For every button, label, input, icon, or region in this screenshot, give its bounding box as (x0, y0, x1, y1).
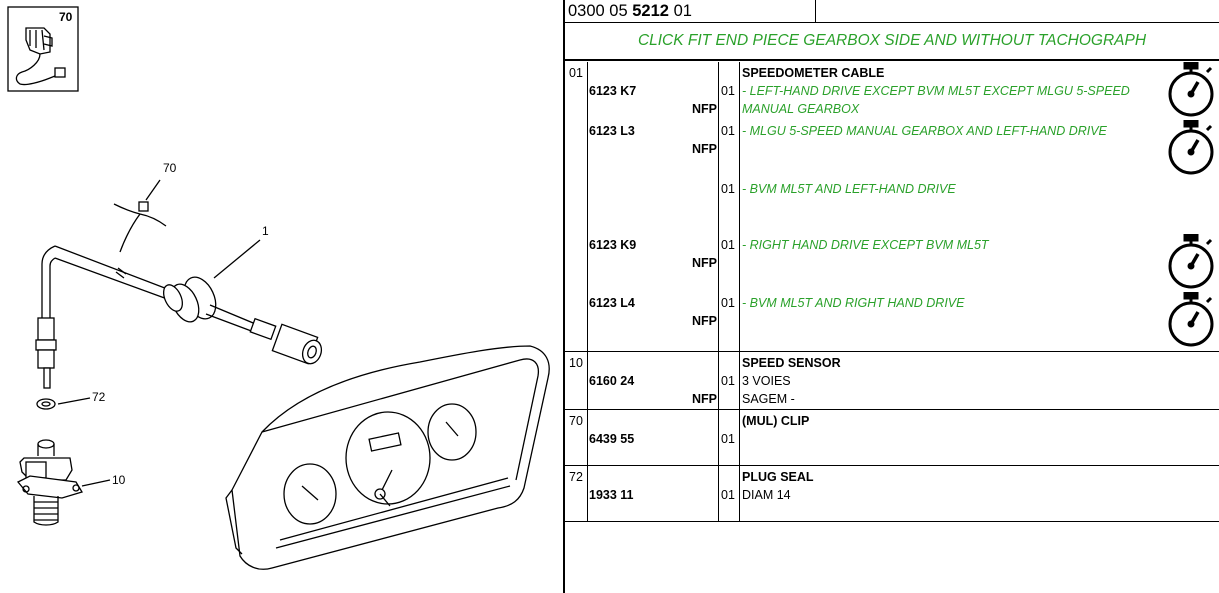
stopwatch-icon[interactable] (1164, 120, 1218, 176)
instrument-cluster[interactable] (225, 345, 550, 570)
part-number[interactable]: 6439 55 (589, 432, 635, 446)
callout-72: 72 (92, 390, 106, 404)
item-description: (MUL) CLIP (742, 414, 810, 428)
nfp-flag: NFP (692, 392, 717, 406)
item-note: - BVM ML5T AND RIGHT HAND DRIVE (742, 296, 965, 310)
part-number[interactable]: 6123 L4 (589, 296, 635, 310)
nfp-flag: NFP (692, 102, 717, 116)
parts-table: 01 SPEEDOMETER CABLE 6123 K7 01 - LEFT-H… (565, 62, 1219, 522)
item-index: 10 (569, 356, 583, 370)
speed-sensor[interactable] (16, 439, 83, 526)
page-title: CLICK FIT END PIECE GEARBOX SIDE AND WIT… (637, 32, 1147, 49)
table-row-speed-sensor[interactable]: 10 SPEED SENSOR 6160 24 01 3 VOIES NFP S… (565, 352, 1219, 410)
table-row-plug-seal[interactable]: 72 PLUG SEAL 1933 11 01 DIAM 14 (565, 466, 1219, 522)
table-row-speedometer-cable[interactable]: 01 SPEEDOMETER CABLE 6123 K7 01 - LEFT-H… (565, 62, 1219, 352)
item-index: 01 (569, 66, 583, 80)
stopwatch-icon[interactable] (1164, 234, 1218, 290)
item-index: 72 (569, 470, 583, 484)
callout-70: 70 (163, 161, 177, 175)
item-note: MANUAL GEARBOX (742, 102, 860, 116)
quantity: 01 (721, 124, 735, 138)
quantity: 01 (721, 488, 735, 502)
thumb-label: 70 (59, 10, 73, 24)
item-detail: 3 VOIES (742, 374, 791, 388)
nfp-flag: NFP (692, 256, 717, 270)
thumb-clip-icon (15, 27, 66, 86)
stopwatch-icon[interactable] (1164, 62, 1218, 118)
reference-number: 0300 05 5212 01 (568, 2, 692, 20)
quantity: 01 (721, 374, 735, 388)
callout-1: 1 (262, 224, 269, 238)
part-number[interactable]: 6123 L3 (589, 124, 635, 138)
panel-divider (563, 0, 565, 593)
part-number[interactable]: 1933 11 (589, 488, 634, 502)
quantity: 01 (721, 238, 735, 252)
item-detail: DIAM 14 (742, 488, 791, 502)
parts-diagram: 70 70 1 72 (7, 6, 550, 570)
thumbnail-frame[interactable]: 70 (7, 6, 79, 92)
table-row-clip[interactable]: 70 (MUL) CLIP 6439 55 01 (565, 410, 1219, 466)
item-note: - RIGHT HAND DRIVE EXCEPT BVM ML5T (742, 238, 989, 252)
item-description: SPEED SENSOR (742, 356, 841, 370)
nfp-flag: NFP (692, 142, 717, 156)
part-number[interactable]: 6123 K7 (589, 84, 637, 98)
plug-seal[interactable] (36, 398, 56, 410)
quantity: 01 (721, 296, 735, 310)
reference-header: 0300 05 5212 01 (565, 0, 1219, 23)
title-box: CLICK FIT END PIECE GEARBOX SIDE AND WIT… (565, 22, 1219, 61)
quantity: 01 (721, 432, 735, 446)
item-note: - BVM ML5T AND LEFT-HAND DRIVE (742, 182, 956, 196)
stopwatch-icon[interactable] (1164, 292, 1218, 348)
callout-10: 10 (112, 473, 126, 487)
part-number[interactable]: 6160 24 (589, 374, 635, 388)
item-description: SPEEDOMETER CABLE (742, 66, 885, 80)
item-index: 70 (569, 414, 583, 428)
speedometer-cable[interactable] (35, 245, 325, 389)
nfp-flag: NFP (692, 314, 717, 328)
header-separator (815, 0, 816, 22)
item-note: - LEFT-HAND DRIVE EXCEPT BVM ML5T EXCEPT… (742, 84, 1130, 98)
quantity: 01 (721, 182, 735, 196)
quantity: 01 (721, 84, 735, 98)
item-description: PLUG SEAL (742, 470, 814, 484)
item-detail: SAGEM - (742, 392, 795, 406)
part-number[interactable]: 6123 K9 (589, 238, 637, 252)
item-note: - MLGU 5-SPEED MANUAL GEARBOX AND LEFT-H… (742, 124, 1107, 138)
